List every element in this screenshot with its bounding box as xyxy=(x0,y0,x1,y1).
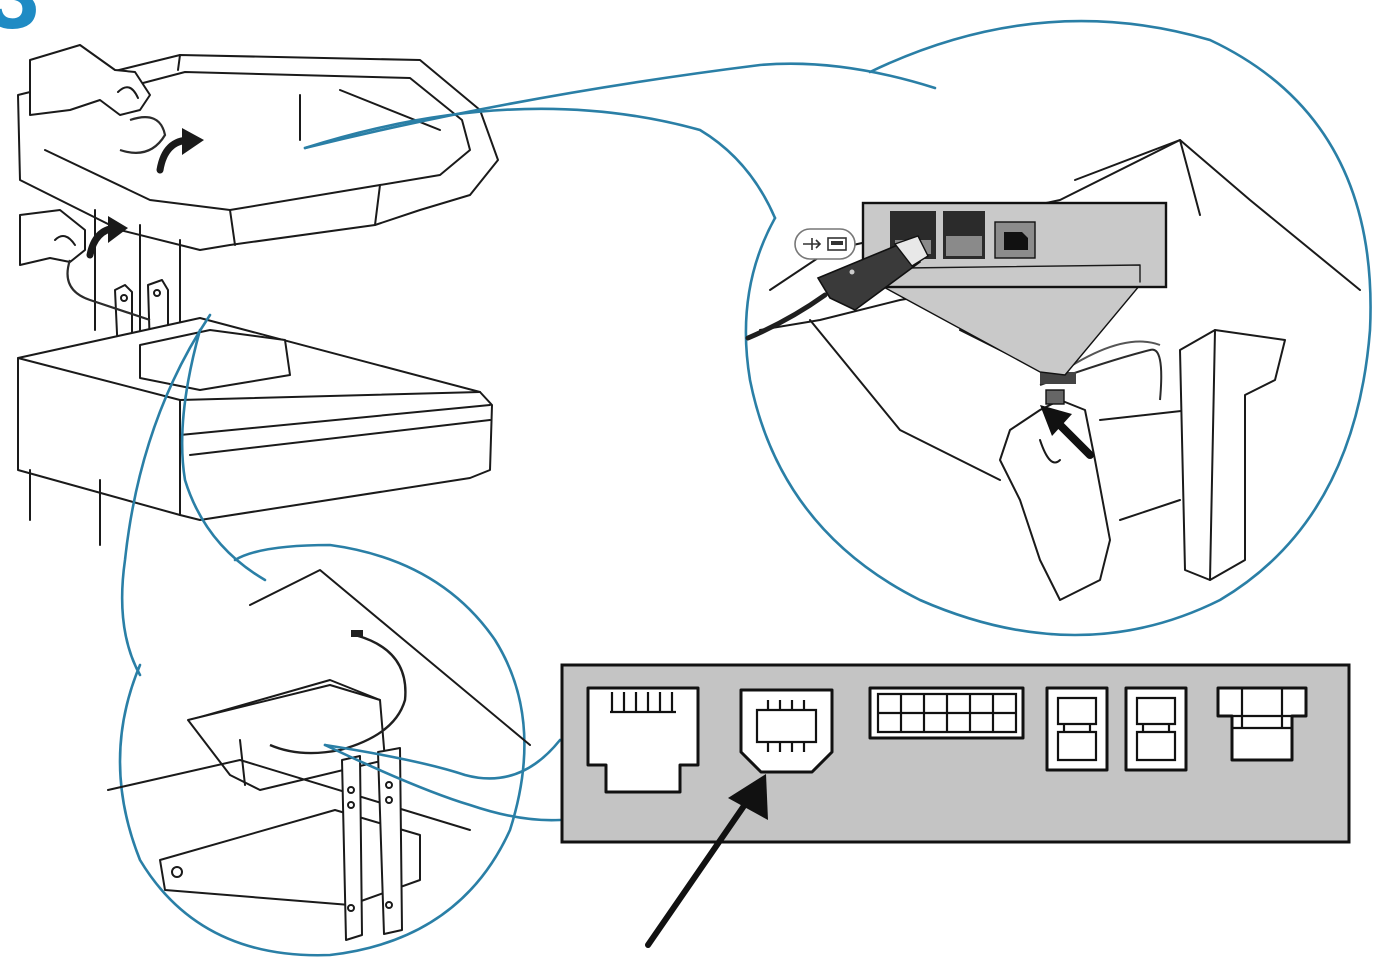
usb-icon xyxy=(794,228,856,260)
arrow-icon xyxy=(645,797,751,948)
usb-b-port-icon xyxy=(739,688,834,774)
main-unit-illustration xyxy=(17,44,499,546)
usb-b-port-icon xyxy=(1004,232,1028,250)
usb-a-port-icon xyxy=(1124,686,1188,772)
power-connector-icon xyxy=(1216,686,1308,762)
callout-line xyxy=(323,738,562,780)
usb-detail-inset xyxy=(303,19,1372,637)
callout-line xyxy=(323,743,562,822)
usb-a-port-icon xyxy=(1045,686,1109,772)
rj-port-icon xyxy=(586,686,700,794)
underside-detail-inset xyxy=(107,313,531,957)
arrow-icon xyxy=(1056,421,1094,459)
connector-panel xyxy=(560,663,1351,948)
step-number: 3 xyxy=(0,0,39,44)
